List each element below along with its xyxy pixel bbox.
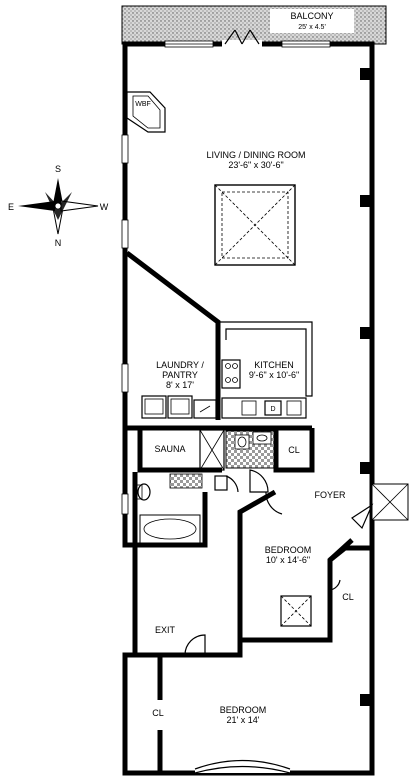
exterior-walls <box>122 41 375 776</box>
compass-icon: S N E W <box>8 164 109 248</box>
balcony-label: BALCONY <box>290 11 333 21</box>
balcony: BALCONY 25' x 4.5' <box>121 5 387 45</box>
fireplace: WBF <box>126 91 166 133</box>
foyer-label: FOYER <box>314 490 346 500</box>
bedroom-2-label: BEDROOM <box>220 705 267 715</box>
sauna-label: SAUNA <box>154 444 185 454</box>
kitchen-label: KITCHEN <box>254 360 294 370</box>
living-skylight <box>214 184 296 266</box>
kitchen-dims: 9'-6" x 10'-6" <box>249 370 299 380</box>
bathroom <box>132 472 239 548</box>
sauna <box>137 429 225 473</box>
closet-2-label: CL <box>342 592 354 602</box>
kitchen-partition <box>125 251 313 420</box>
closet-2 <box>328 545 370 591</box>
bedroom-1-dims: 10' x 14'-6" <box>266 555 310 565</box>
top-windows <box>164 29 331 48</box>
compass-west: W <box>100 202 109 212</box>
left-windows <box>121 134 129 515</box>
closet-3-label: CL <box>152 708 164 718</box>
laundry-dims: 8' x 17' <box>166 380 194 390</box>
laundry-label-2: PANTRY <box>162 370 198 380</box>
bedroom-1 <box>237 489 354 643</box>
shower-room <box>225 430 275 469</box>
living-room-dims: 23'-6" x 30'-6" <box>228 160 283 170</box>
bedroom-2-dims: 21' x 14' <box>227 715 260 725</box>
living-room-label: LIVING / DINING ROOM <box>206 150 305 160</box>
compass-east: E <box>8 202 14 212</box>
closet-1-label: CL <box>288 445 300 455</box>
balcony-dims: 25' x 4.5' <box>298 24 326 31</box>
bedroom-1-label: BEDROOM <box>265 545 312 555</box>
exit-label: EXIT <box>155 625 176 635</box>
bedroom-2 <box>157 655 291 774</box>
compass-south-bottom: N <box>55 238 62 248</box>
right-columns <box>360 68 370 706</box>
entry-door[interactable] <box>351 483 409 530</box>
dryer-label: D <box>270 406 275 413</box>
kitchen-counters <box>221 359 307 419</box>
wbf-label: WBF <box>135 101 151 108</box>
laundry-label-1: LAUNDRY / <box>156 360 204 370</box>
laundry-appliances <box>141 395 217 419</box>
compass-north-top: S <box>55 164 61 174</box>
